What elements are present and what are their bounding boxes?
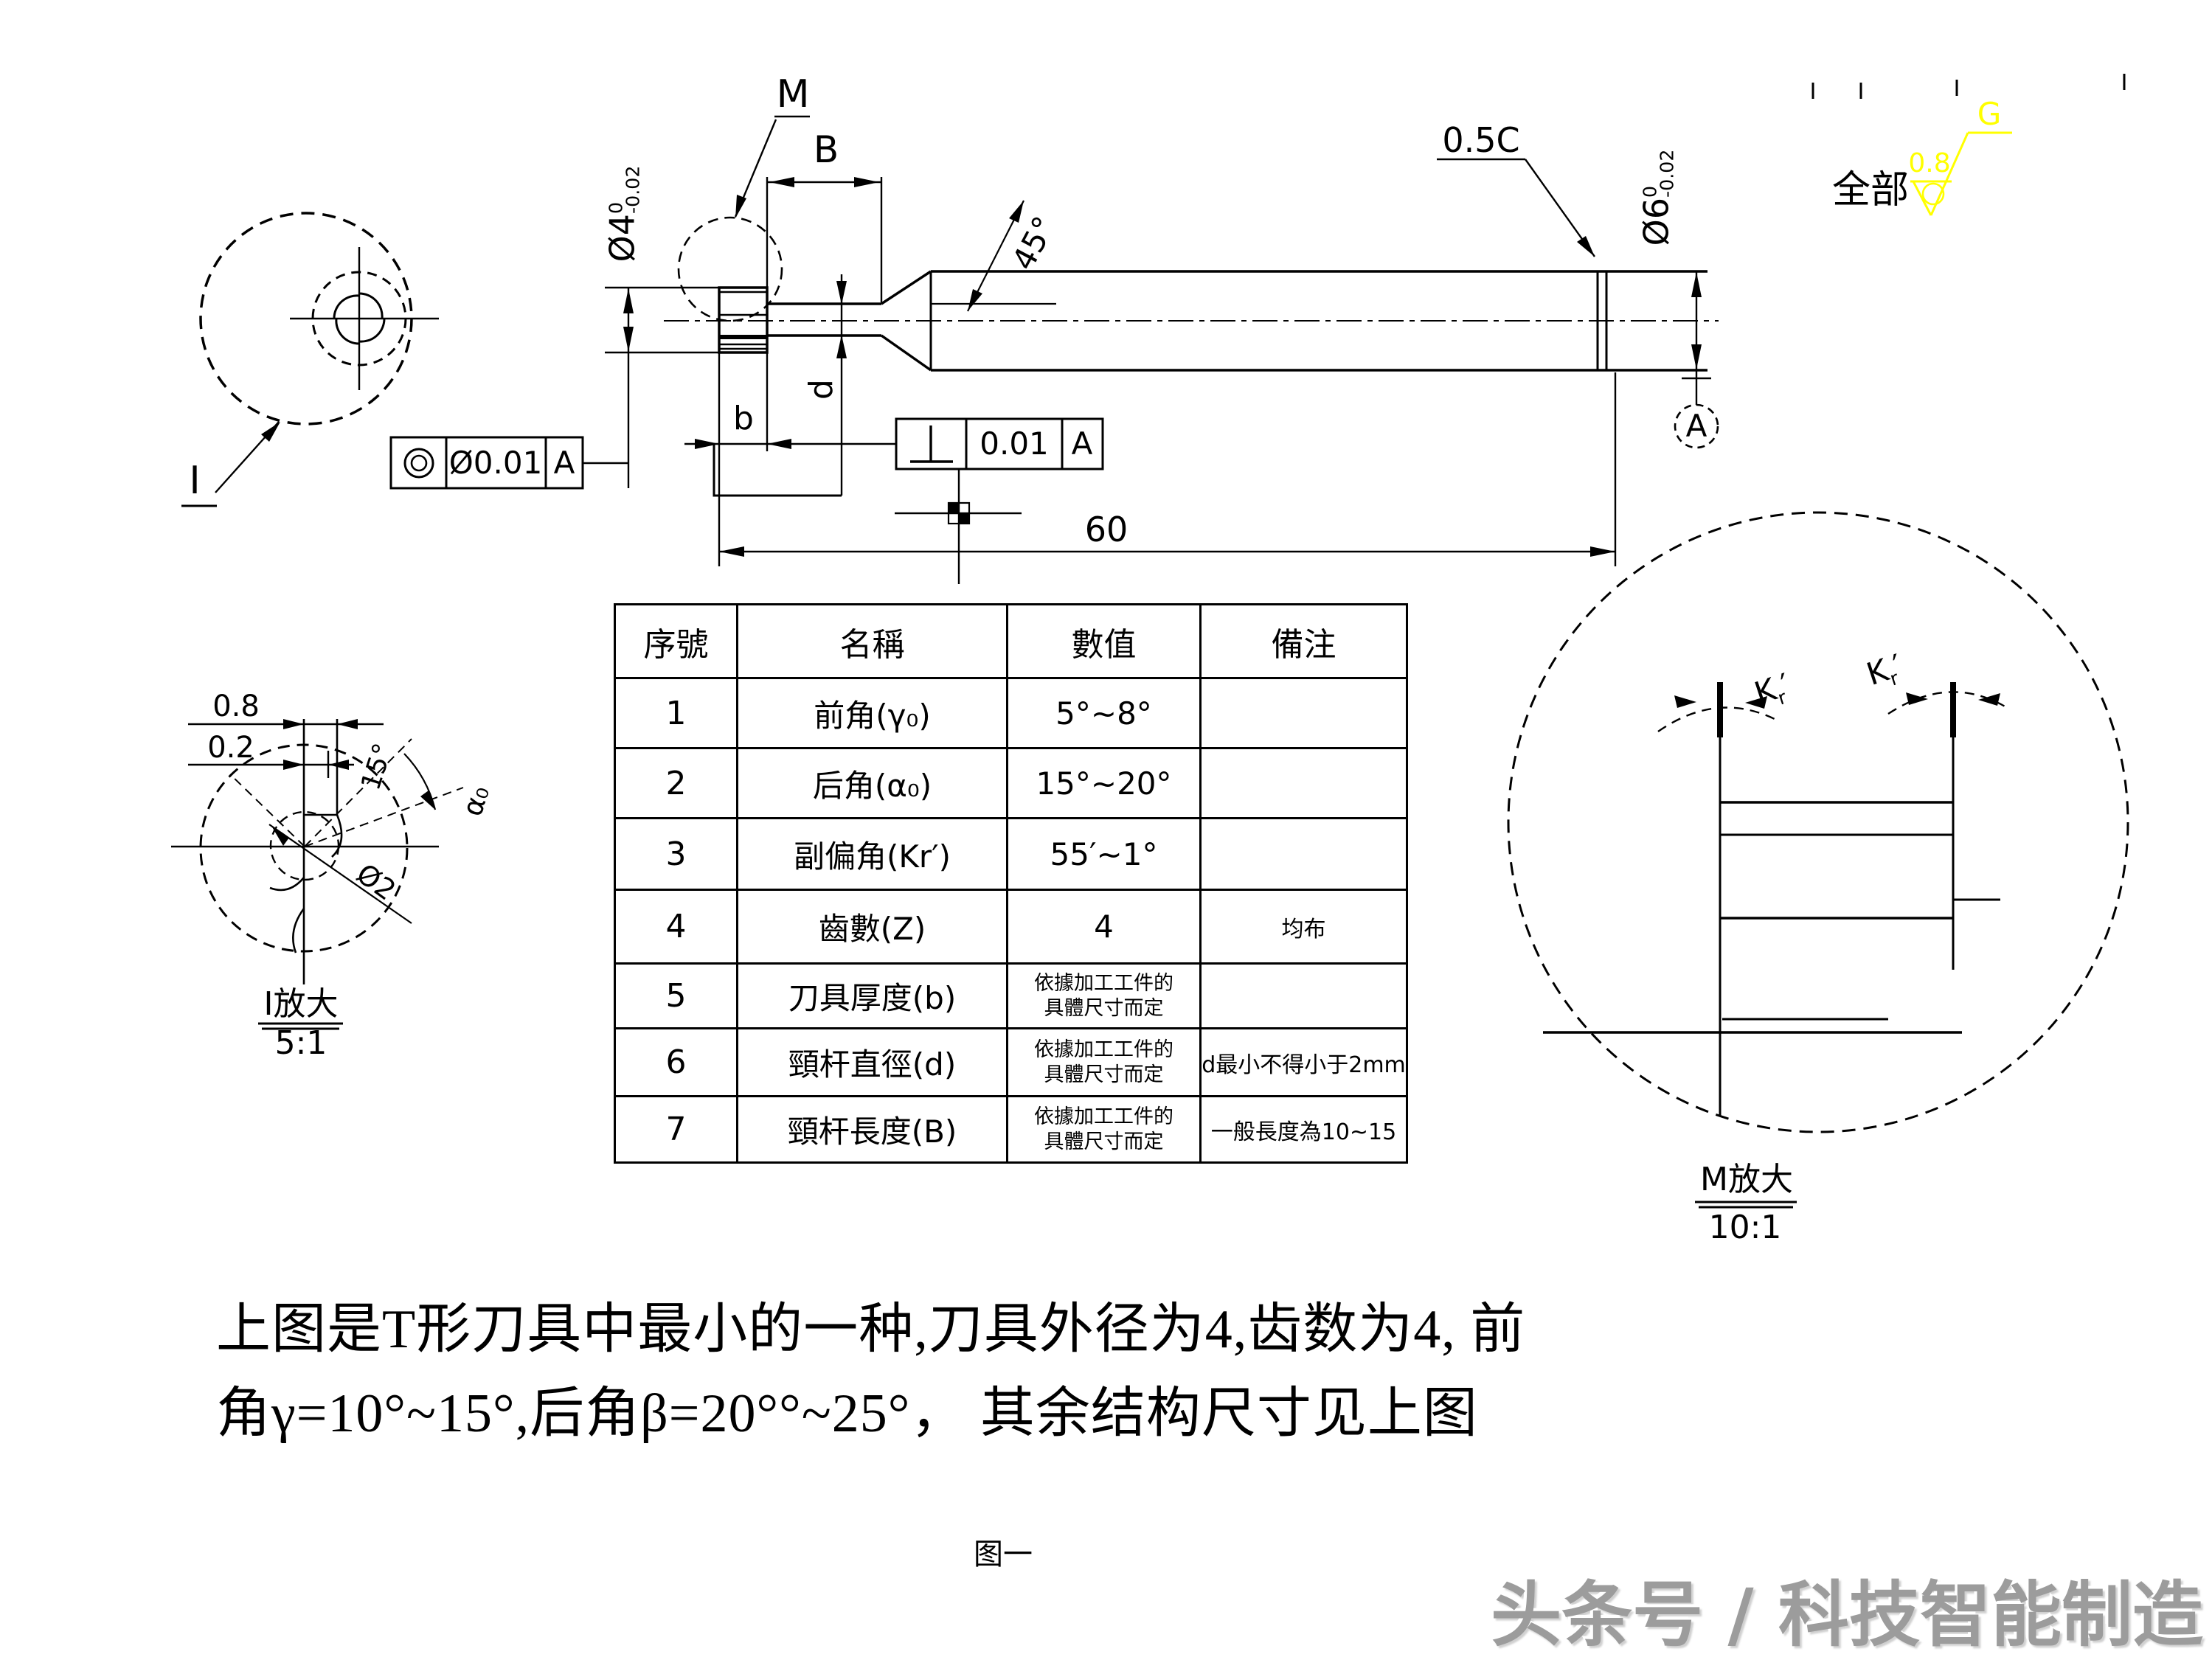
table-cell: 依據加工工件的 具體尺寸而定 xyxy=(1006,962,1202,1029)
phi6-value: Ø6 xyxy=(1636,197,1677,246)
surface-finish-scope: 全部 xyxy=(1831,168,1910,212)
table-cell xyxy=(1199,962,1408,1029)
dim-60-label: 60 xyxy=(1084,510,1128,549)
surface-finish-grade: G xyxy=(1977,96,2002,132)
table-cell: 前角(γ₀) xyxy=(736,677,1008,749)
perpendicularity-datum: A xyxy=(1071,425,1093,462)
chamfer-label: 0.5C xyxy=(1442,120,1520,160)
table-cell: 依據加工工件的 具體尺寸而定 xyxy=(1006,1095,1202,1164)
table-cell: 7 xyxy=(614,1095,738,1164)
table-cell: 刀具厚度(b) xyxy=(736,962,1008,1029)
dim-d-label: d xyxy=(802,379,840,400)
table-cell xyxy=(1199,817,1408,891)
table-cell: 15°~20° xyxy=(1006,747,1202,819)
table-header-cell: 序號 xyxy=(614,603,738,679)
table-cell: 55′~1° xyxy=(1006,817,1202,891)
table-cell: 一般長度為10~15 xyxy=(1199,1095,1408,1164)
detail-m-caption: M放大 xyxy=(1700,1161,1793,1198)
table-cell: 均布 xyxy=(1199,889,1408,965)
table-cell: 5 xyxy=(614,962,738,1029)
detail-i-caption: I放大 xyxy=(263,985,339,1023)
figure-caption: 图一 xyxy=(974,1538,1033,1571)
perpendicularity-icon xyxy=(910,425,953,463)
table-cell: 5°~8° xyxy=(1006,677,1202,749)
table-cell: 齒數(Z) xyxy=(736,889,1008,965)
detail-i-dim-08: 0.8 xyxy=(212,689,260,723)
description-line-2: 角γ=10°~15°,后角β=20°°~25°， 其余结构尺寸见上图 xyxy=(216,1383,1478,1444)
concentricity-datum: A xyxy=(553,445,575,481)
table-cell: 依據加工工件的 具體尺寸而定 xyxy=(1006,1027,1202,1097)
watermark: 头条号 / 科技智能制造 xyxy=(1491,1574,2203,1656)
concentricity-value: Ø0.01 xyxy=(448,445,543,481)
detail-m-scale: 10:1 xyxy=(1708,1209,1782,1246)
table-cell: 4 xyxy=(614,889,738,965)
table-cell xyxy=(1199,747,1408,819)
datum-a-label: A xyxy=(1685,408,1707,444)
table-header-cell: 數值 xyxy=(1006,603,1202,679)
dim-B-label: B xyxy=(813,128,839,171)
table-cell: 2 xyxy=(614,747,738,819)
phi4-lower-tol: -0.02 xyxy=(621,165,643,214)
surface-finish-icon xyxy=(1910,131,2012,216)
detail-m-marker: M xyxy=(776,72,810,117)
phi4-value: Ø4 xyxy=(602,213,642,263)
perpendicularity-value: 0.01 xyxy=(980,425,1049,462)
table-cell: 4 xyxy=(1006,889,1202,965)
description-line-1: 上图是T形刀具中最小的一种,刀具外径为4,齿数为4, 前 xyxy=(216,1299,1526,1360)
table-cell: 副偏角(Kr′) xyxy=(736,817,1008,891)
table-header: 序號名稱數值備注 xyxy=(614,603,1408,679)
table-cell: 6 xyxy=(614,1027,738,1097)
table-cell: 頸杆長度(B) xyxy=(736,1095,1008,1164)
table-header-cell: 備注 xyxy=(1199,603,1408,679)
table-cell: 1 xyxy=(614,677,738,749)
surface-finish-value: 0.8 xyxy=(1908,148,1951,178)
dim-b-label: b xyxy=(733,400,754,437)
detail-i-dim-02: 0.2 xyxy=(207,731,254,765)
phi6-lower-tol: -0.02 xyxy=(1655,149,1677,198)
detail-i-marker: I xyxy=(189,459,201,503)
table-header-cell: 名稱 xyxy=(736,603,1008,679)
concentricity-icon xyxy=(403,448,434,479)
detail-i-scale: 5:1 xyxy=(274,1024,327,1062)
table-cell xyxy=(1199,677,1408,749)
table-cell: 后角(α₀) xyxy=(736,747,1008,819)
table-cell: 頸杆直徑(d) xyxy=(736,1027,1008,1097)
table-cell: 3 xyxy=(614,817,738,891)
table-cell: d最小不得小于2mm xyxy=(1199,1027,1408,1097)
